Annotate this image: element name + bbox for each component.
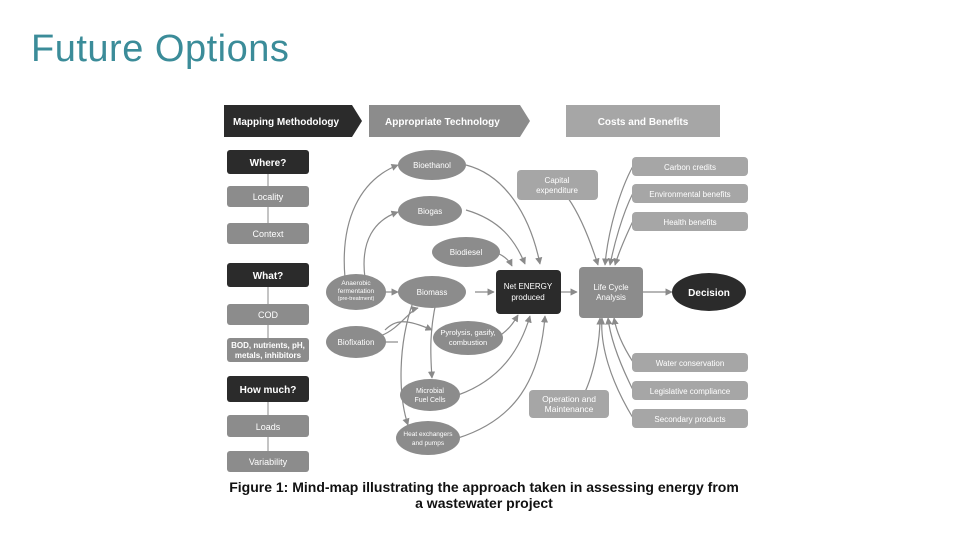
biodiesel-node (432, 237, 500, 267)
svg-text:COD: COD (258, 310, 279, 320)
health-benefits-box (632, 212, 748, 231)
caption-line-1: Figure 1: Mind-map illustrating the appr… (229, 479, 739, 495)
svg-text:Microbial: Microbial (416, 388, 444, 395)
carbon-credits-box (632, 157, 748, 176)
svg-text:produced: produced (511, 293, 544, 302)
legislative-compliance-box (632, 381, 748, 400)
svg-text:Decision: Decision (688, 288, 730, 299)
svg-text:Biogas: Biogas (418, 207, 442, 216)
connector-arrows (343, 164, 673, 439)
svg-text:Heat exchangers: Heat exchangers (403, 431, 453, 438)
water-conservation-box (632, 353, 748, 372)
svg-text:Variability: Variability (249, 457, 288, 467)
what-box (227, 263, 309, 287)
svg-text:What?: What? (253, 271, 284, 282)
svg-text:combustion: combustion (449, 338, 487, 347)
how-much-box (227, 376, 309, 402)
figure-caption: Figure 1: Mind-map illustrating the appr… (214, 479, 754, 511)
svg-text:BOD, nutrients, pH,: BOD, nutrients, pH, (231, 341, 305, 350)
svg-text:How much?: How much? (240, 385, 297, 396)
decision-node (672, 273, 746, 311)
svg-text:Fuel Cells: Fuel Cells (414, 397, 446, 404)
svg-text:Net ENERGY: Net ENERGY (504, 282, 553, 291)
svg-text:Context: Context (252, 229, 284, 239)
svg-text:Bioethanol: Bioethanol (413, 161, 451, 170)
biofixation-node (326, 326, 386, 358)
microbial-fuel-cells-node (400, 379, 460, 411)
caption-line-2: a wastewater project (415, 495, 553, 511)
svg-text:Legislative compliance: Legislative compliance (650, 387, 731, 396)
svg-text:(pre-treatment): (pre-treatment) (338, 296, 375, 302)
pyrolysis-node (433, 321, 503, 355)
technology-nodes: Bioethanol Biogas Biodiesel Anaerobic fe… (326, 150, 503, 455)
svg-text:and pumps: and pumps (412, 440, 445, 447)
svg-text:Maintenance: Maintenance (545, 404, 594, 414)
net-energy-box (496, 270, 561, 314)
capital-expenditure-box (517, 170, 598, 200)
header-appropriate-technology: Appropriate Technology (369, 105, 530, 137)
variability-box (227, 451, 309, 472)
secondary-products-box (632, 409, 748, 428)
svg-text:Appropriate Technology: Appropriate Technology (385, 117, 500, 128)
svg-text:Anaerobic: Anaerobic (341, 280, 371, 287)
where-box (227, 150, 309, 174)
header-costs-and-benefits: Costs and Benefits (566, 105, 720, 137)
svg-text:Capital: Capital (545, 176, 570, 185)
header-mapping-methodology: Mapping Methodology (224, 105, 362, 137)
svg-text:Health benefits: Health benefits (663, 218, 716, 227)
biomass-node (398, 276, 466, 308)
slide-title: Future Options (31, 28, 290, 70)
life-cycle-analysis-box (579, 267, 643, 318)
bioethanol-node (398, 150, 466, 180)
svg-text:Loads: Loads (256, 422, 281, 432)
svg-text:Water conservation: Water conservation (656, 359, 725, 368)
svg-text:Pyrolysis, gasify,: Pyrolysis, gasify, (440, 328, 495, 337)
svg-text:fermentation: fermentation (338, 288, 375, 295)
left-column: Where? Locality Context What? COD BOD, n… (227, 150, 309, 472)
svg-text:expenditure: expenditure (536, 186, 578, 195)
operation-maintenance-box (529, 390, 609, 418)
cod-box (227, 304, 309, 325)
svg-text:Operation and: Operation and (542, 394, 596, 404)
svg-text:Biofixation: Biofixation (338, 338, 375, 347)
bod-box (227, 338, 309, 362)
svg-text:Mapping Methodology: Mapping Methodology (233, 117, 340, 128)
heat-exchangers-node (396, 421, 460, 455)
svg-text:Biodiesel: Biodiesel (450, 248, 483, 257)
svg-text:metals, inhibitors: metals, inhibitors (235, 351, 302, 360)
benefits-bottom: Water conservation Legislative complianc… (632, 353, 748, 428)
center-nodes: Capital expenditure Net ENERGY produced … (496, 170, 746, 418)
svg-text:Secondary products: Secondary products (654, 415, 725, 424)
svg-text:Analysis: Analysis (596, 293, 626, 302)
benefits-top: Carbon credits Environmental benefits He… (632, 157, 748, 231)
svg-text:Where?: Where? (250, 158, 287, 169)
svg-text:Biomass: Biomass (417, 288, 448, 297)
locality-box (227, 186, 309, 207)
anaerobic-fermentation-node (326, 274, 386, 310)
svg-text:Locality: Locality (253, 192, 284, 202)
svg-text:Environmental benefits: Environmental benefits (649, 190, 730, 199)
biogas-node (398, 196, 462, 226)
svg-text:Costs and Benefits: Costs and Benefits (598, 117, 689, 128)
environmental-benefits-box (632, 184, 748, 203)
loads-box (227, 415, 309, 437)
context-box (227, 223, 309, 244)
svg-text:Carbon credits: Carbon credits (664, 163, 716, 172)
svg-text:Life Cycle: Life Cycle (593, 283, 629, 292)
